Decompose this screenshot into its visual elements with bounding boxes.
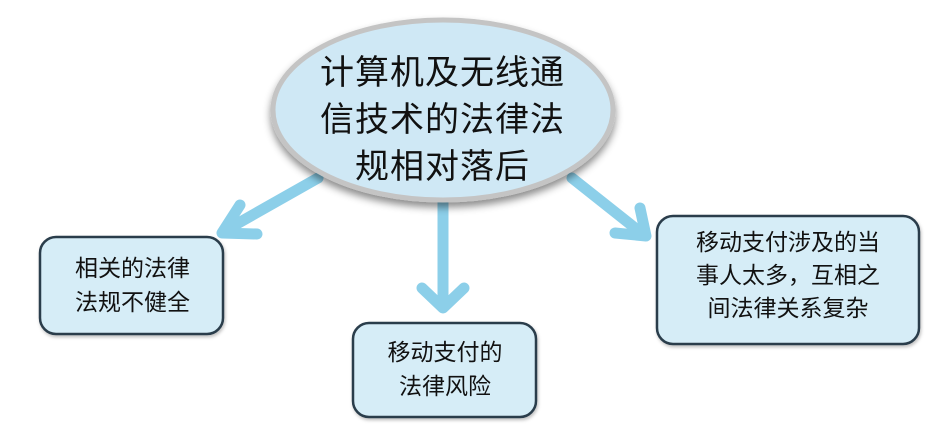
node-bottom-box [351,321,538,419]
node-bottom-text: 移动支付的 法律风险 [360,336,530,404]
arrow-to-right-node [566,172,652,242]
node-left-box [38,235,225,336]
node-right-box [655,214,921,346]
central-line-2: 信技术的法律法 [320,100,565,140]
node-left-line-2: 法规不健全 [75,290,190,316]
arrow-to-left-node [216,172,324,240]
node-right-line-2: 事人太多，互相之 [696,263,880,289]
node-right-line-3: 间法律关系复杂 [707,296,869,322]
node-right-line-1: 移动支付涉及的当 [696,230,880,256]
node-bottom-line-2: 法律风险 [399,374,491,400]
central-node-ellipse [270,17,616,203]
node-left-line-1: 相关的法律 [75,256,190,282]
node-bottom-line-1: 移动支付的 [387,340,503,366]
node-right-text: 移动支付涉及的当 事人太多，互相之 间法律关系复杂 [663,227,913,326]
central-line-3: 规相对落后 [355,147,530,187]
central-node-text: 计算机及无线通 信技术的法律法 规相对落后 [305,50,580,191]
central-line-1: 计算机及无线通 [320,53,565,93]
node-left-text: 相关的法律 法规不健全 [50,252,215,320]
arrow-to-bottom-node [416,194,470,314]
